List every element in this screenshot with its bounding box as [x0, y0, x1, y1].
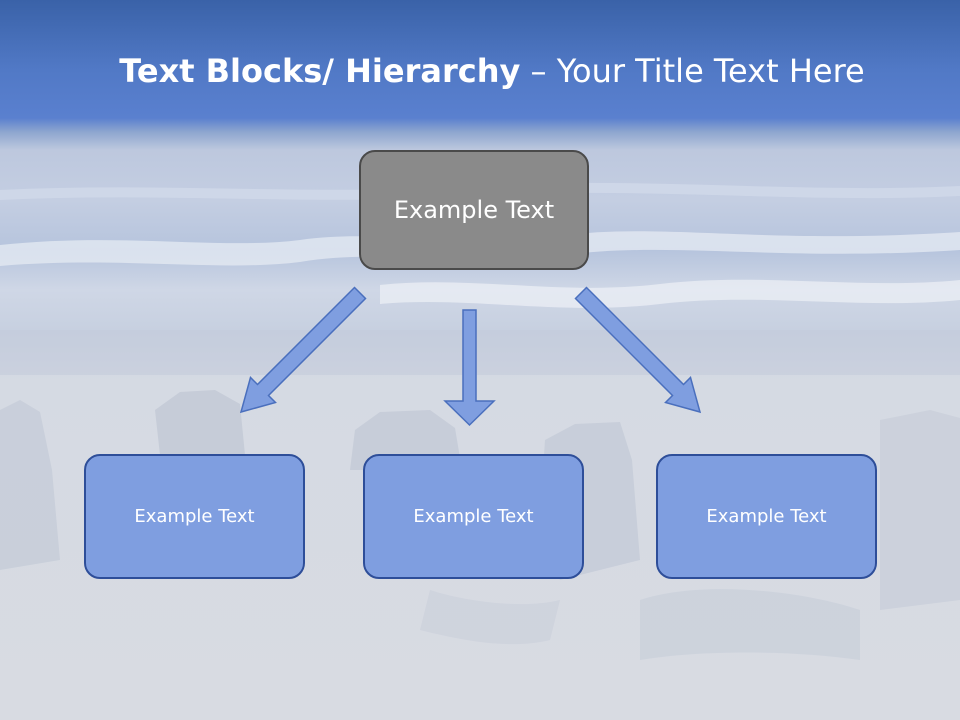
- child-node-middle: Example Text: [363, 454, 584, 579]
- child-node-label: Example Text: [413, 506, 534, 527]
- child-node-right: Example Text: [656, 454, 877, 579]
- child-node-label: Example Text: [134, 506, 255, 527]
- child-node-label: Example Text: [706, 506, 827, 527]
- title-bold-part: Text Blocks/ Hierarchy: [119, 52, 521, 90]
- arrow-right: [574, 286, 702, 414]
- arrow-left: [239, 286, 367, 414]
- child-node-left: Example Text: [84, 454, 305, 579]
- top-node: Example Text: [359, 150, 589, 270]
- title-rest-part: – Your Title Text Here: [520, 52, 865, 90]
- top-node-label: Example Text: [393, 196, 555, 224]
- arrow-middle: [443, 309, 496, 427]
- slide-title: Text Blocks/ Hierarchy – Your Title Text…: [0, 52, 960, 90]
